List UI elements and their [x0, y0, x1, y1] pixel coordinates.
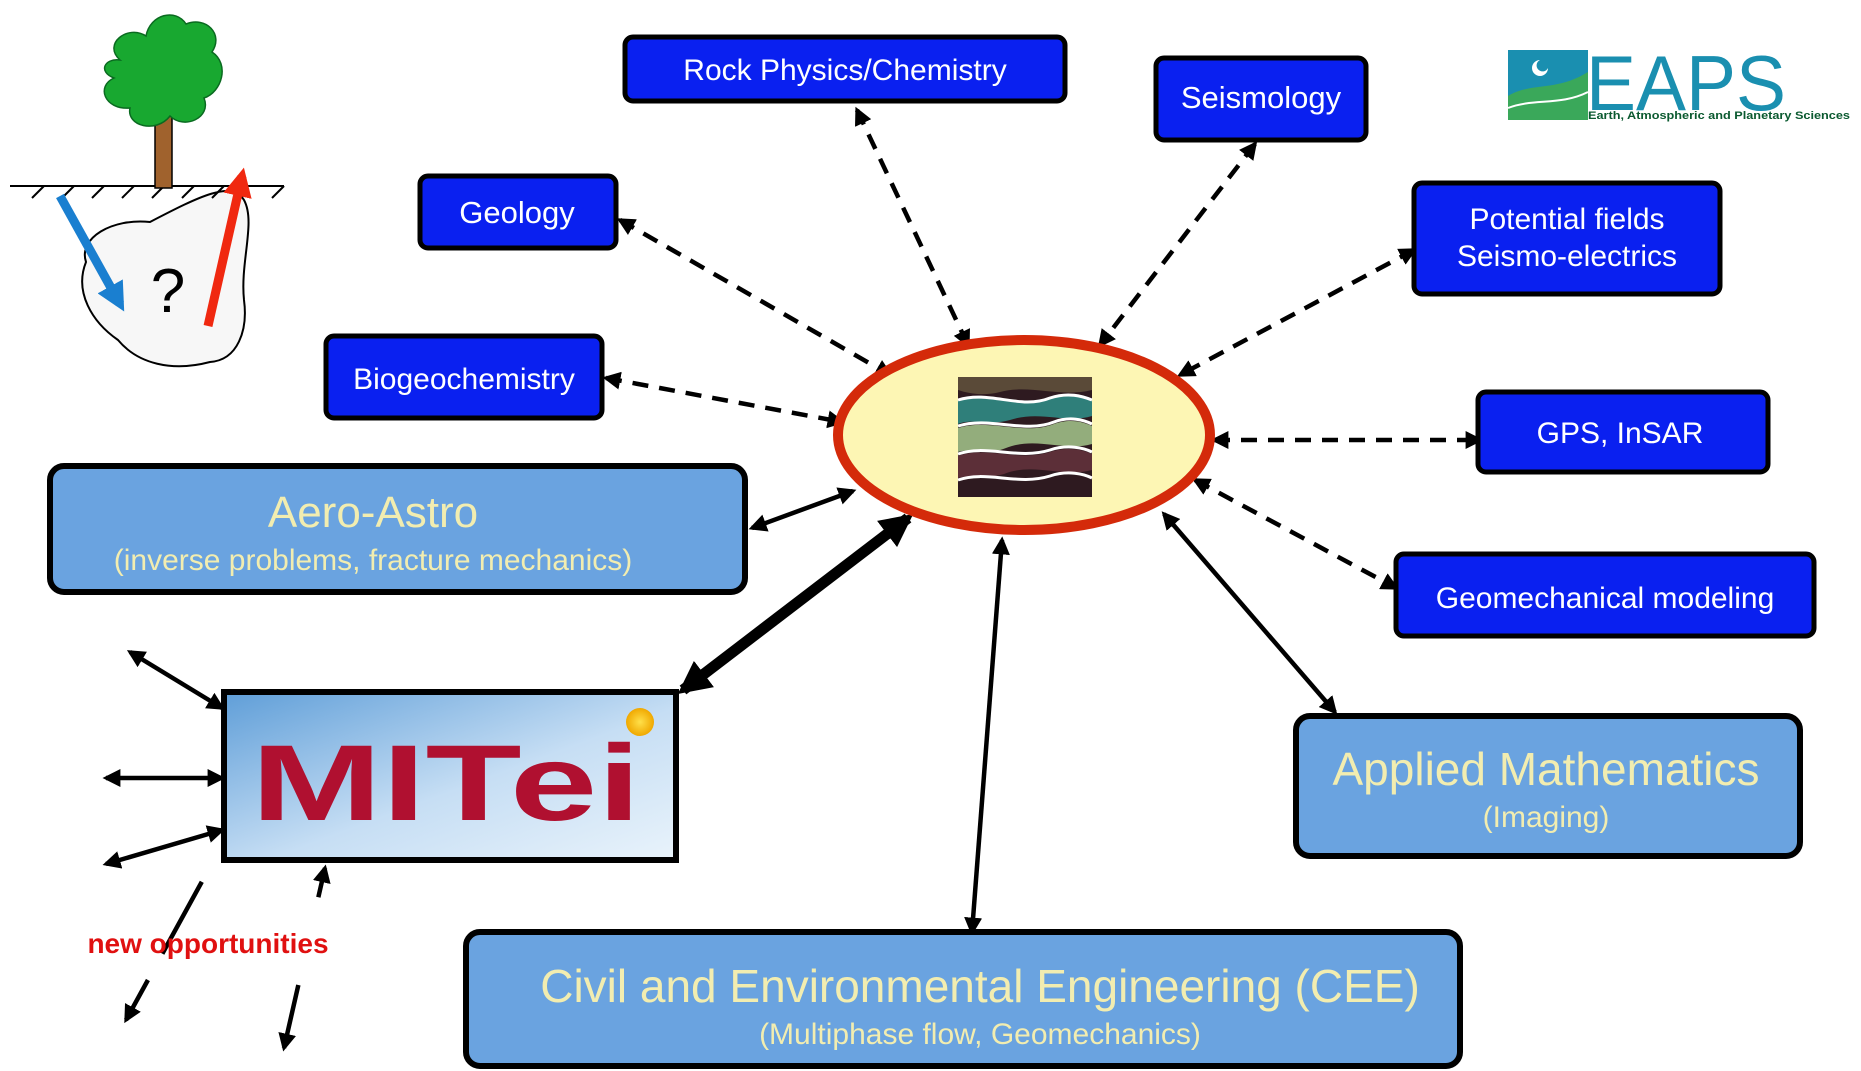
box-applied-math-subtitle: (Imaging): [1483, 801, 1610, 834]
connector-mitei: [677, 513, 914, 695]
connector-applied-math: [1161, 511, 1338, 715]
eaps-subtitle: Earth, Atmospheric and Planetary Science…: [1588, 110, 1850, 122]
box-geomechanical: Geomechanical modeling: [1393, 551, 1817, 639]
box-biogeochemistry: Biogeochemistry: [323, 333, 605, 421]
tree-canopy: [103, 14, 223, 127]
box-potential-fields-label-2: Seismo-electrics: [1457, 240, 1677, 273]
box-rock-physics: Rock Physics/Chemistry: [622, 34, 1068, 104]
box-potential-fields-label-1: Potential fields: [1469, 203, 1664, 236]
box-seismology-label: Seismology: [1181, 80, 1342, 115]
connector-cee: [964, 536, 1010, 936]
box-applied-math-title: Applied Mathematics: [1333, 743, 1760, 795]
inflow-arrow-icon: [56, 193, 125, 312]
opportunity-arrow-3: [102, 825, 226, 869]
connector-biogeochemistry: [602, 371, 846, 429]
box-cee-title: Civil and Environmental Engineering (CEE…: [540, 960, 1420, 1012]
connector-geomechanical: [1191, 478, 1400, 590]
connector-rock-physics: [854, 106, 971, 349]
opportunity-arrow-5: [278, 864, 331, 1052]
central-hub: [833, 335, 1215, 535]
ground-hatching: [31, 185, 285, 199]
connector-seismology: [1097, 141, 1258, 348]
box-applied-math: Applied Mathematics (Imaging): [1293, 713, 1803, 859]
department-boxes: Aero-Astro (inverse problems, fracture m…: [47, 463, 1803, 1069]
box-aero-astro-subtitle: (inverse problems, fracture mechanics): [114, 544, 633, 577]
box-aero-astro: Aero-Astro (inverse problems, fracture m…: [47, 463, 748, 595]
connector-potential-fields: [1176, 248, 1418, 377]
connector-aero-astro: [748, 487, 857, 532]
box-cee: Civil and Environmental Engineering (CEE…: [463, 929, 1463, 1069]
box-biogeochemistry-label: Biogeochemistry: [353, 363, 575, 396]
box-cee-subtitle: (Multiphase flow, Geomechanics): [759, 1018, 1201, 1051]
box-gps-label: GPS, InSAR: [1537, 417, 1704, 450]
opportunity-arrow-1: [126, 650, 226, 710]
mitei-logo: MITei: [251, 722, 641, 843]
layers-logo-icon: [957, 377, 1093, 497]
box-geomechanical-label: Geomechanical modeling: [1436, 582, 1775, 615]
question-mark: ?: [151, 257, 185, 326]
box-geology: Geology: [417, 173, 619, 251]
geoscience-boxes: Rock Physics/Chemistry Seismology Geolog…: [323, 34, 1817, 639]
sun-icon: [626, 708, 654, 736]
new-opportunities-label: new opportunities: [87, 928, 328, 959]
box-seismology: Seismology: [1153, 55, 1369, 143]
box-aero-astro-title: Aero-Astro: [268, 488, 478, 537]
mitei-box: MITei: [221, 689, 679, 863]
outflow-arrow-icon: [203, 167, 252, 327]
connector-geology: [616, 218, 894, 377]
subsurface-sketch: ?: [10, 14, 285, 368]
box-geology-label: Geology: [459, 195, 575, 230]
opportunity-arrow-4: [124, 843, 224, 1024]
box-gps: GPS, InSAR: [1475, 389, 1771, 475]
connectors: [102, 106, 1484, 1052]
eaps-logo: EAPS Earth, Atmospheric and Planetary Sc…: [1507, 39, 1850, 127]
box-potential-fields: Potential fields Seismo-electrics: [1411, 180, 1723, 297]
eaps-title: EAPS: [1586, 39, 1786, 127]
box-rock-physics-label: Rock Physics/Chemistry: [683, 54, 1006, 87]
